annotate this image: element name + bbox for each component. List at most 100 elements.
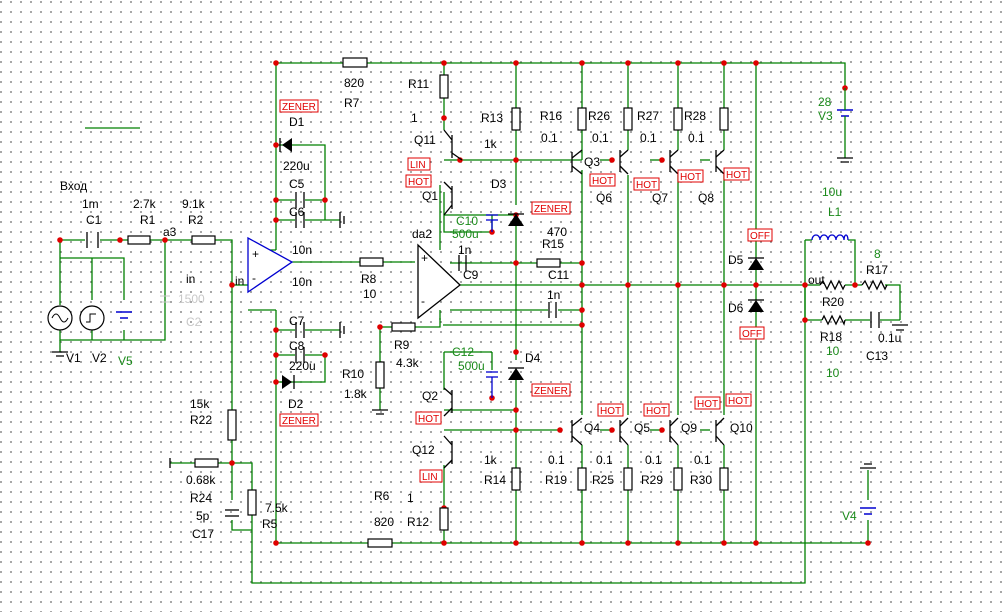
svg-text:0.1: 0.1 xyxy=(596,453,613,467)
svg-text:Q2: Q2 xyxy=(422,389,438,403)
svg-text:R12: R12 xyxy=(407,515,429,529)
svg-text:LIN: LIN xyxy=(410,160,426,171)
svg-text:R22: R22 xyxy=(190,413,212,427)
svg-text:C7: C7 xyxy=(289,314,305,328)
svg-text:+: + xyxy=(252,247,259,261)
resistor-R27 xyxy=(673,107,683,131)
transistor-Q8 xyxy=(715,149,725,175)
capacitor-C1 xyxy=(86,232,99,248)
svg-text:500u: 500u xyxy=(458,359,485,373)
svg-text:C6: C6 xyxy=(289,205,305,219)
svg-text:Q7: Q7 xyxy=(652,191,668,205)
transistor-Q1 xyxy=(443,181,453,216)
svg-text:15k: 15k xyxy=(190,397,210,411)
svg-text:R6: R6 xyxy=(374,489,390,503)
svg-text:a3: a3 xyxy=(163,225,177,239)
svg-text:0.1: 0.1 xyxy=(694,453,711,467)
hot-tag-Q7: HOT xyxy=(677,169,704,183)
diode-D3 xyxy=(508,213,524,226)
svg-text:10: 10 xyxy=(363,287,377,301)
svg-text:4.3k: 4.3k xyxy=(396,356,420,370)
svg-text:9.1k: 9.1k xyxy=(182,197,206,211)
svg-text:ZENER: ZENER xyxy=(534,386,568,397)
svg-text:R19: R19 xyxy=(545,473,567,487)
svg-text:1500: 1500 xyxy=(178,292,205,306)
hot-tag-Q9: HOT xyxy=(694,396,721,410)
svg-text:OFF: OFF xyxy=(750,231,770,242)
svg-text:HOT: HOT xyxy=(680,172,701,183)
resistor-R1 xyxy=(127,235,151,245)
zener-tag-D2: ZENER xyxy=(279,413,319,427)
junction-nodes xyxy=(57,60,871,546)
capacitor-C12 xyxy=(486,371,498,398)
svg-text:R27: R27 xyxy=(637,109,659,123)
svg-text:R9: R9 xyxy=(394,338,410,352)
source-V5 xyxy=(116,311,132,319)
svg-text:da2: da2 xyxy=(412,227,432,241)
svg-text:1n: 1n xyxy=(458,243,471,257)
resistor-R12 xyxy=(439,507,449,531)
svg-text:R11: R11 xyxy=(408,77,429,91)
hot-tag-Q6: HOT xyxy=(633,177,660,191)
diode-D5 xyxy=(748,257,764,270)
resistor-R15 xyxy=(536,258,561,268)
capacitor-C5 xyxy=(295,192,305,208)
svg-text:R24: R24 xyxy=(190,491,212,505)
svg-text:Q10: Q10 xyxy=(730,421,753,435)
svg-text:220u: 220u xyxy=(283,159,310,173)
svg-text:C12: C12 xyxy=(452,345,474,359)
svg-text:HOT: HOT xyxy=(728,396,749,407)
svg-text:V1: V1 xyxy=(66,351,81,365)
input-title: Вход xyxy=(60,179,87,193)
svg-text:470: 470 xyxy=(547,225,567,239)
svg-text:R26: R26 xyxy=(588,109,610,123)
tags: ZENER ZENER ZENER ZENER LIN LIN HOT HOT … xyxy=(279,99,773,483)
opamps[interactable]: + - + - xyxy=(247,236,461,320)
svg-text:R18: R18 xyxy=(820,330,842,344)
transistor-Q11 xyxy=(443,129,463,161)
hot-tag-Q5: HOT xyxy=(643,403,670,417)
zener-tag-D3: ZENER xyxy=(531,201,571,215)
capacitors[interactable] xyxy=(86,192,880,517)
svg-text:in: in xyxy=(235,274,244,288)
transistor-Q4 xyxy=(571,417,583,446)
resistor-R9 xyxy=(391,322,416,332)
resistors[interactable] xyxy=(127,57,729,548)
svg-text:C1: C1 xyxy=(86,213,102,227)
capacitor-C8 xyxy=(295,347,305,363)
source-V4 xyxy=(860,507,876,515)
svg-text:Q6: Q6 xyxy=(596,191,612,205)
svg-text:1k: 1k xyxy=(484,137,498,151)
svg-text:V5: V5 xyxy=(118,354,133,368)
svg-text:R30: R30 xyxy=(690,473,712,487)
svg-text:D6: D6 xyxy=(728,301,744,315)
resistor-R5 xyxy=(247,489,257,516)
svg-text:0.68k: 0.68k xyxy=(186,473,216,487)
svg-text:HOT: HOT xyxy=(636,180,657,191)
svg-text:0.1: 0.1 xyxy=(548,453,565,467)
diodes[interactable] xyxy=(279,138,764,389)
svg-text:5p: 5p xyxy=(196,509,210,523)
svg-text:V3: V3 xyxy=(818,109,833,123)
svg-text:R28: R28 xyxy=(684,109,706,123)
inductor-L1[interactable] xyxy=(811,234,849,241)
transistor-Q12 xyxy=(443,435,453,469)
zigzag-resistors[interactable] xyxy=(819,279,888,326)
transistors[interactable] xyxy=(443,129,725,469)
resistor-R29 xyxy=(673,467,683,491)
capacitor-C7 xyxy=(295,322,305,338)
svg-text:HOT: HOT xyxy=(646,406,667,417)
svg-text:1.8k: 1.8k xyxy=(344,387,368,401)
capacitor-C6 xyxy=(295,212,305,228)
resistor-R6 xyxy=(367,538,393,548)
svg-text:HOT: HOT xyxy=(592,176,613,187)
svg-text:ZENER: ZENER xyxy=(534,204,568,215)
sources[interactable] xyxy=(47,88,876,515)
svg-text:HOT: HOT xyxy=(600,406,621,417)
svg-text:0.1: 0.1 xyxy=(592,131,609,145)
svg-text:-: - xyxy=(421,294,425,308)
resistor-R2 xyxy=(191,235,216,245)
svg-text:C11: C11 xyxy=(548,268,569,282)
svg-text:D1: D1 xyxy=(289,115,305,129)
